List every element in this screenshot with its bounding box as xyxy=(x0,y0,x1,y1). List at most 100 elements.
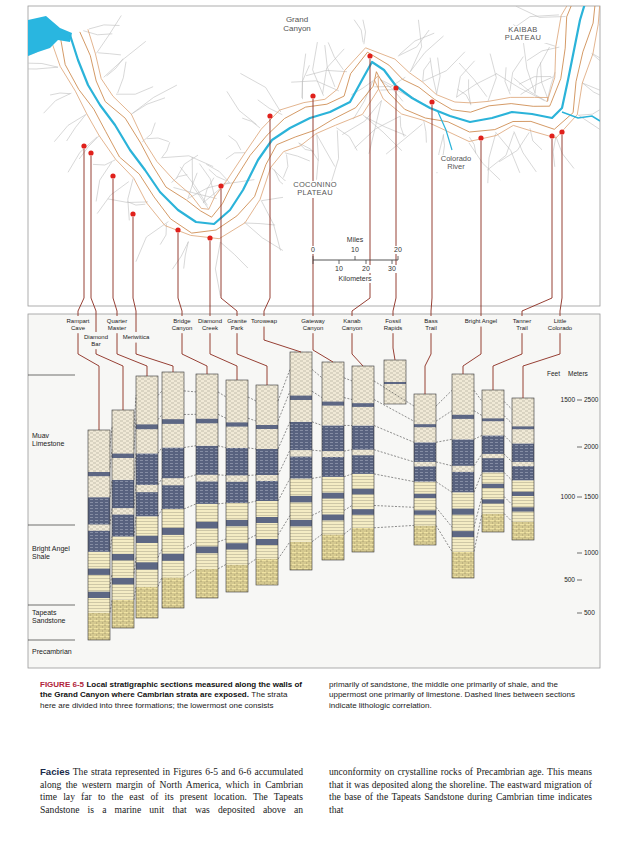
leader-line xyxy=(221,189,237,316)
drainage-line xyxy=(93,160,115,165)
rock-unit xyxy=(226,475,248,481)
rock-unit xyxy=(414,462,436,467)
canyon-rim xyxy=(88,6,573,209)
rock-unit xyxy=(256,559,278,585)
correlation-line xyxy=(158,577,162,586)
correlation-line xyxy=(344,506,352,511)
rock-unit xyxy=(414,424,436,427)
site-dot xyxy=(267,113,272,118)
limestone-band xyxy=(384,382,406,384)
drainage-line xyxy=(44,93,72,113)
rock-unit xyxy=(452,531,474,537)
leader-line xyxy=(91,156,96,332)
rock-unit xyxy=(256,501,278,559)
drainage-line xyxy=(199,164,214,197)
drainage-line xyxy=(519,77,551,85)
scale-bar xyxy=(313,256,398,264)
drainage-line xyxy=(325,45,335,87)
site-dot xyxy=(218,183,223,188)
drainage-line xyxy=(548,72,555,97)
scale-number: 20 xyxy=(361,265,371,273)
rock-unit xyxy=(414,482,436,526)
correlation-line xyxy=(218,474,226,476)
section-outline xyxy=(482,390,504,532)
rock-unit xyxy=(112,410,134,480)
correlation-line xyxy=(436,525,452,551)
drainage-line xyxy=(50,93,70,95)
drainage-line xyxy=(172,175,188,183)
correlation-line xyxy=(218,539,226,542)
stratigraphic-columns xyxy=(88,352,534,640)
drainage-line xyxy=(354,20,363,43)
rock-unit xyxy=(452,552,474,579)
rock-unit xyxy=(162,478,184,485)
correlation-line xyxy=(110,427,112,446)
rock-unit xyxy=(226,448,248,503)
drainage-line xyxy=(398,30,429,56)
correlation-line xyxy=(134,558,136,574)
drainage-line xyxy=(514,131,536,172)
drainage-line xyxy=(437,58,441,95)
scale-tick xyxy=(313,256,314,264)
rock-unit xyxy=(162,448,184,509)
section-name: Granite Park xyxy=(224,318,250,331)
site-dot xyxy=(130,211,135,216)
rock-unit xyxy=(256,425,278,429)
drainage-line xyxy=(469,79,471,105)
drainage-line xyxy=(220,242,248,268)
leader-line xyxy=(431,105,432,316)
correlation-line xyxy=(158,509,162,517)
drainage-line xyxy=(410,36,444,72)
leader-line xyxy=(96,349,123,410)
rock-unit xyxy=(162,372,184,448)
leader-line xyxy=(210,333,237,380)
scale-tick xyxy=(366,260,367,264)
drainage-line xyxy=(488,134,496,184)
correlation-line xyxy=(312,422,322,426)
axis-unit: Meters xyxy=(568,370,588,377)
correlation-line xyxy=(374,474,414,482)
rock-unit xyxy=(414,442,436,481)
correlation-line xyxy=(436,507,452,527)
site-dot xyxy=(393,85,398,90)
section-name: Kanab Canyon xyxy=(337,318,367,331)
limestone-unit xyxy=(384,360,406,404)
correlation-line xyxy=(436,462,452,466)
drainage-line xyxy=(541,62,549,100)
correlation-line xyxy=(474,514,482,552)
section-name: Tanner Trail xyxy=(509,318,535,331)
drainage-line xyxy=(342,101,381,135)
drainage-line xyxy=(242,118,260,128)
rock-unit xyxy=(162,554,184,561)
correlation-line xyxy=(312,534,322,541)
axis-number: 1000 xyxy=(551,493,575,500)
drainage-line xyxy=(592,54,600,75)
rock-unit xyxy=(482,484,504,488)
drainage-line xyxy=(443,135,445,155)
drainage-line xyxy=(299,143,319,161)
drainage-line xyxy=(172,242,188,270)
section-name: Bright Angel xyxy=(461,318,501,325)
correlation-line xyxy=(110,480,112,497)
correlation-line xyxy=(278,391,290,421)
rock-unit xyxy=(290,396,312,400)
section-name: Toroweap xyxy=(250,318,278,325)
map-drawing xyxy=(28,6,600,296)
body-text: The strata represented in Figures 6-5 an… xyxy=(40,766,592,815)
drainage-line xyxy=(174,188,217,199)
drainage-line xyxy=(116,87,153,95)
rock-unit xyxy=(226,564,248,592)
leader-line xyxy=(264,327,301,352)
section-outline xyxy=(384,360,406,404)
correlation-line xyxy=(110,574,112,588)
correlation-line xyxy=(218,446,226,448)
drainage-line xyxy=(244,222,283,251)
rock-unit xyxy=(482,418,504,421)
rock-unit xyxy=(352,528,374,552)
drainage-line xyxy=(226,153,245,159)
correlation-line xyxy=(504,472,512,480)
correlation-line xyxy=(278,516,290,536)
canyon-rim xyxy=(61,6,596,233)
correlation-line xyxy=(474,497,482,528)
map-label: Grand Canyon xyxy=(276,16,318,34)
